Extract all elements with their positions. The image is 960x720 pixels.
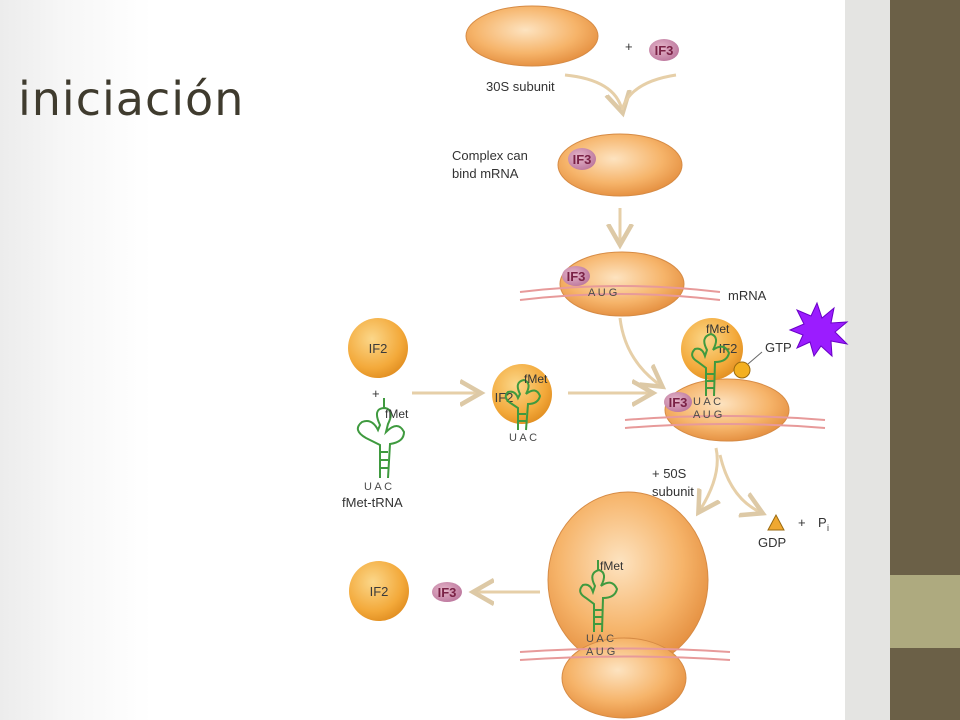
mrna-strand-1 — [519, 285, 721, 301]
gtp-icon — [733, 361, 751, 379]
arrows — [412, 73, 760, 592]
label-mrna: mRNA — [728, 288, 767, 303]
if2-trna-complex — [492, 364, 552, 424]
fmet-label-2: fMet — [524, 372, 548, 386]
arrow-down-3 — [700, 447, 717, 510]
side-bar-dark-bottom — [890, 648, 960, 720]
slide-title: iniciación — [18, 72, 245, 126]
if2-label-1: IF2 — [369, 341, 388, 356]
plus-sign-2: + — [372, 386, 380, 401]
starburst-icon — [788, 301, 849, 358]
if3-label-2: IF3 — [573, 152, 592, 167]
if3-label-3: IF3 — [567, 269, 586, 284]
if3-bound-3 — [664, 392, 692, 412]
subunit-30s-bound — [561, 637, 687, 719]
if2-bound — [681, 318, 743, 380]
codon-aug-2: A U G — [693, 409, 722, 421]
label-gtp: GTP — [765, 340, 792, 355]
complex-on-mrna — [559, 251, 685, 317]
trna-fmet-middle — [504, 378, 542, 431]
arrow-curve-2 — [618, 317, 660, 385]
if3-label-5: IF3 — [438, 585, 457, 600]
arrow-gdp-branch — [718, 454, 760, 512]
subunit-30s — [465, 5, 599, 67]
if3-label-1: IF3 — [655, 43, 674, 58]
fmet-label-4: fMet — [600, 559, 624, 573]
trna-fmet-70s — [579, 560, 619, 633]
arrow-merge-left — [564, 73, 622, 110]
plus-sign-1: + — [625, 39, 633, 54]
codon-aug-3: A U G — [586, 646, 615, 658]
if2-free-1 — [348, 318, 408, 378]
mrna-strand-2 — [624, 415, 826, 429]
label-complex-line2: bind mRNA — [452, 166, 519, 181]
slide-margin — [845, 0, 890, 720]
initiation-complex-30s — [664, 378, 790, 442]
fmet-label-1: fMet — [385, 407, 409, 421]
mrna-strand-3 — [519, 647, 731, 661]
if2-label-3: IF2 — [719, 341, 738, 356]
label-50s-line1: + 50S — [652, 466, 687, 481]
side-bar-light — [890, 575, 960, 648]
if3-label-4: IF3 — [669, 395, 688, 410]
trna-fmet-free — [356, 398, 406, 479]
plus-sign-3: + — [798, 515, 806, 530]
codon-uac-1: U A C — [364, 481, 392, 493]
gdp-icon — [767, 513, 785, 531]
label-30s-subunit: 30S subunit — [486, 79, 555, 94]
arrow-merge-right — [620, 73, 677, 111]
if3-released — [432, 582, 462, 602]
label-gdp: GDP — [758, 535, 786, 550]
codon-uac-2: U A C — [509, 432, 537, 444]
label-pi-subscript: i — [827, 523, 829, 533]
label-fmet-trna: fMet-tRNA — [342, 495, 403, 510]
side-bar-dark-top — [890, 0, 960, 575]
trna-fmet-bound — [691, 332, 731, 397]
if2-released — [349, 561, 409, 621]
if3-bound-2 — [562, 266, 590, 286]
if3-bound-1 — [568, 148, 596, 170]
fmet-label-3: fMet — [706, 322, 730, 336]
codon-uac-4: U A C — [586, 633, 614, 645]
label-50s-line2: subunit — [652, 484, 694, 499]
codon-aug-1: A U G — [588, 287, 617, 299]
label-pi: P — [818, 515, 827, 530]
codon-uac-3: U A C — [693, 396, 721, 408]
if2-label-4: IF2 — [370, 584, 389, 599]
label-complex-line1: Complex can — [452, 148, 528, 163]
if3-free-1 — [649, 39, 679, 61]
